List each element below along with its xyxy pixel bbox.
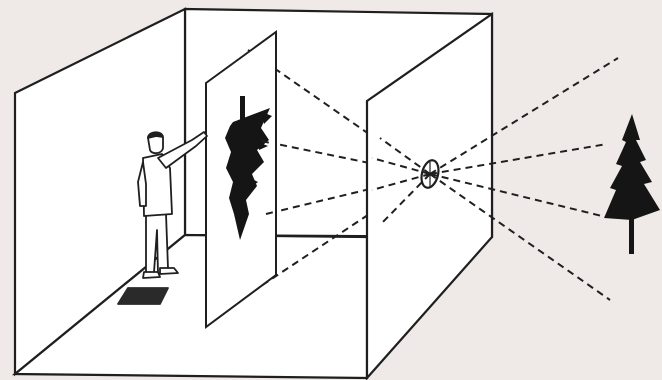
projection-screen: [206, 32, 276, 327]
floor-mat: [118, 288, 168, 304]
tree-trunk: [629, 216, 634, 254]
pine-tree: [604, 114, 660, 254]
tree-canopy: [604, 114, 660, 220]
